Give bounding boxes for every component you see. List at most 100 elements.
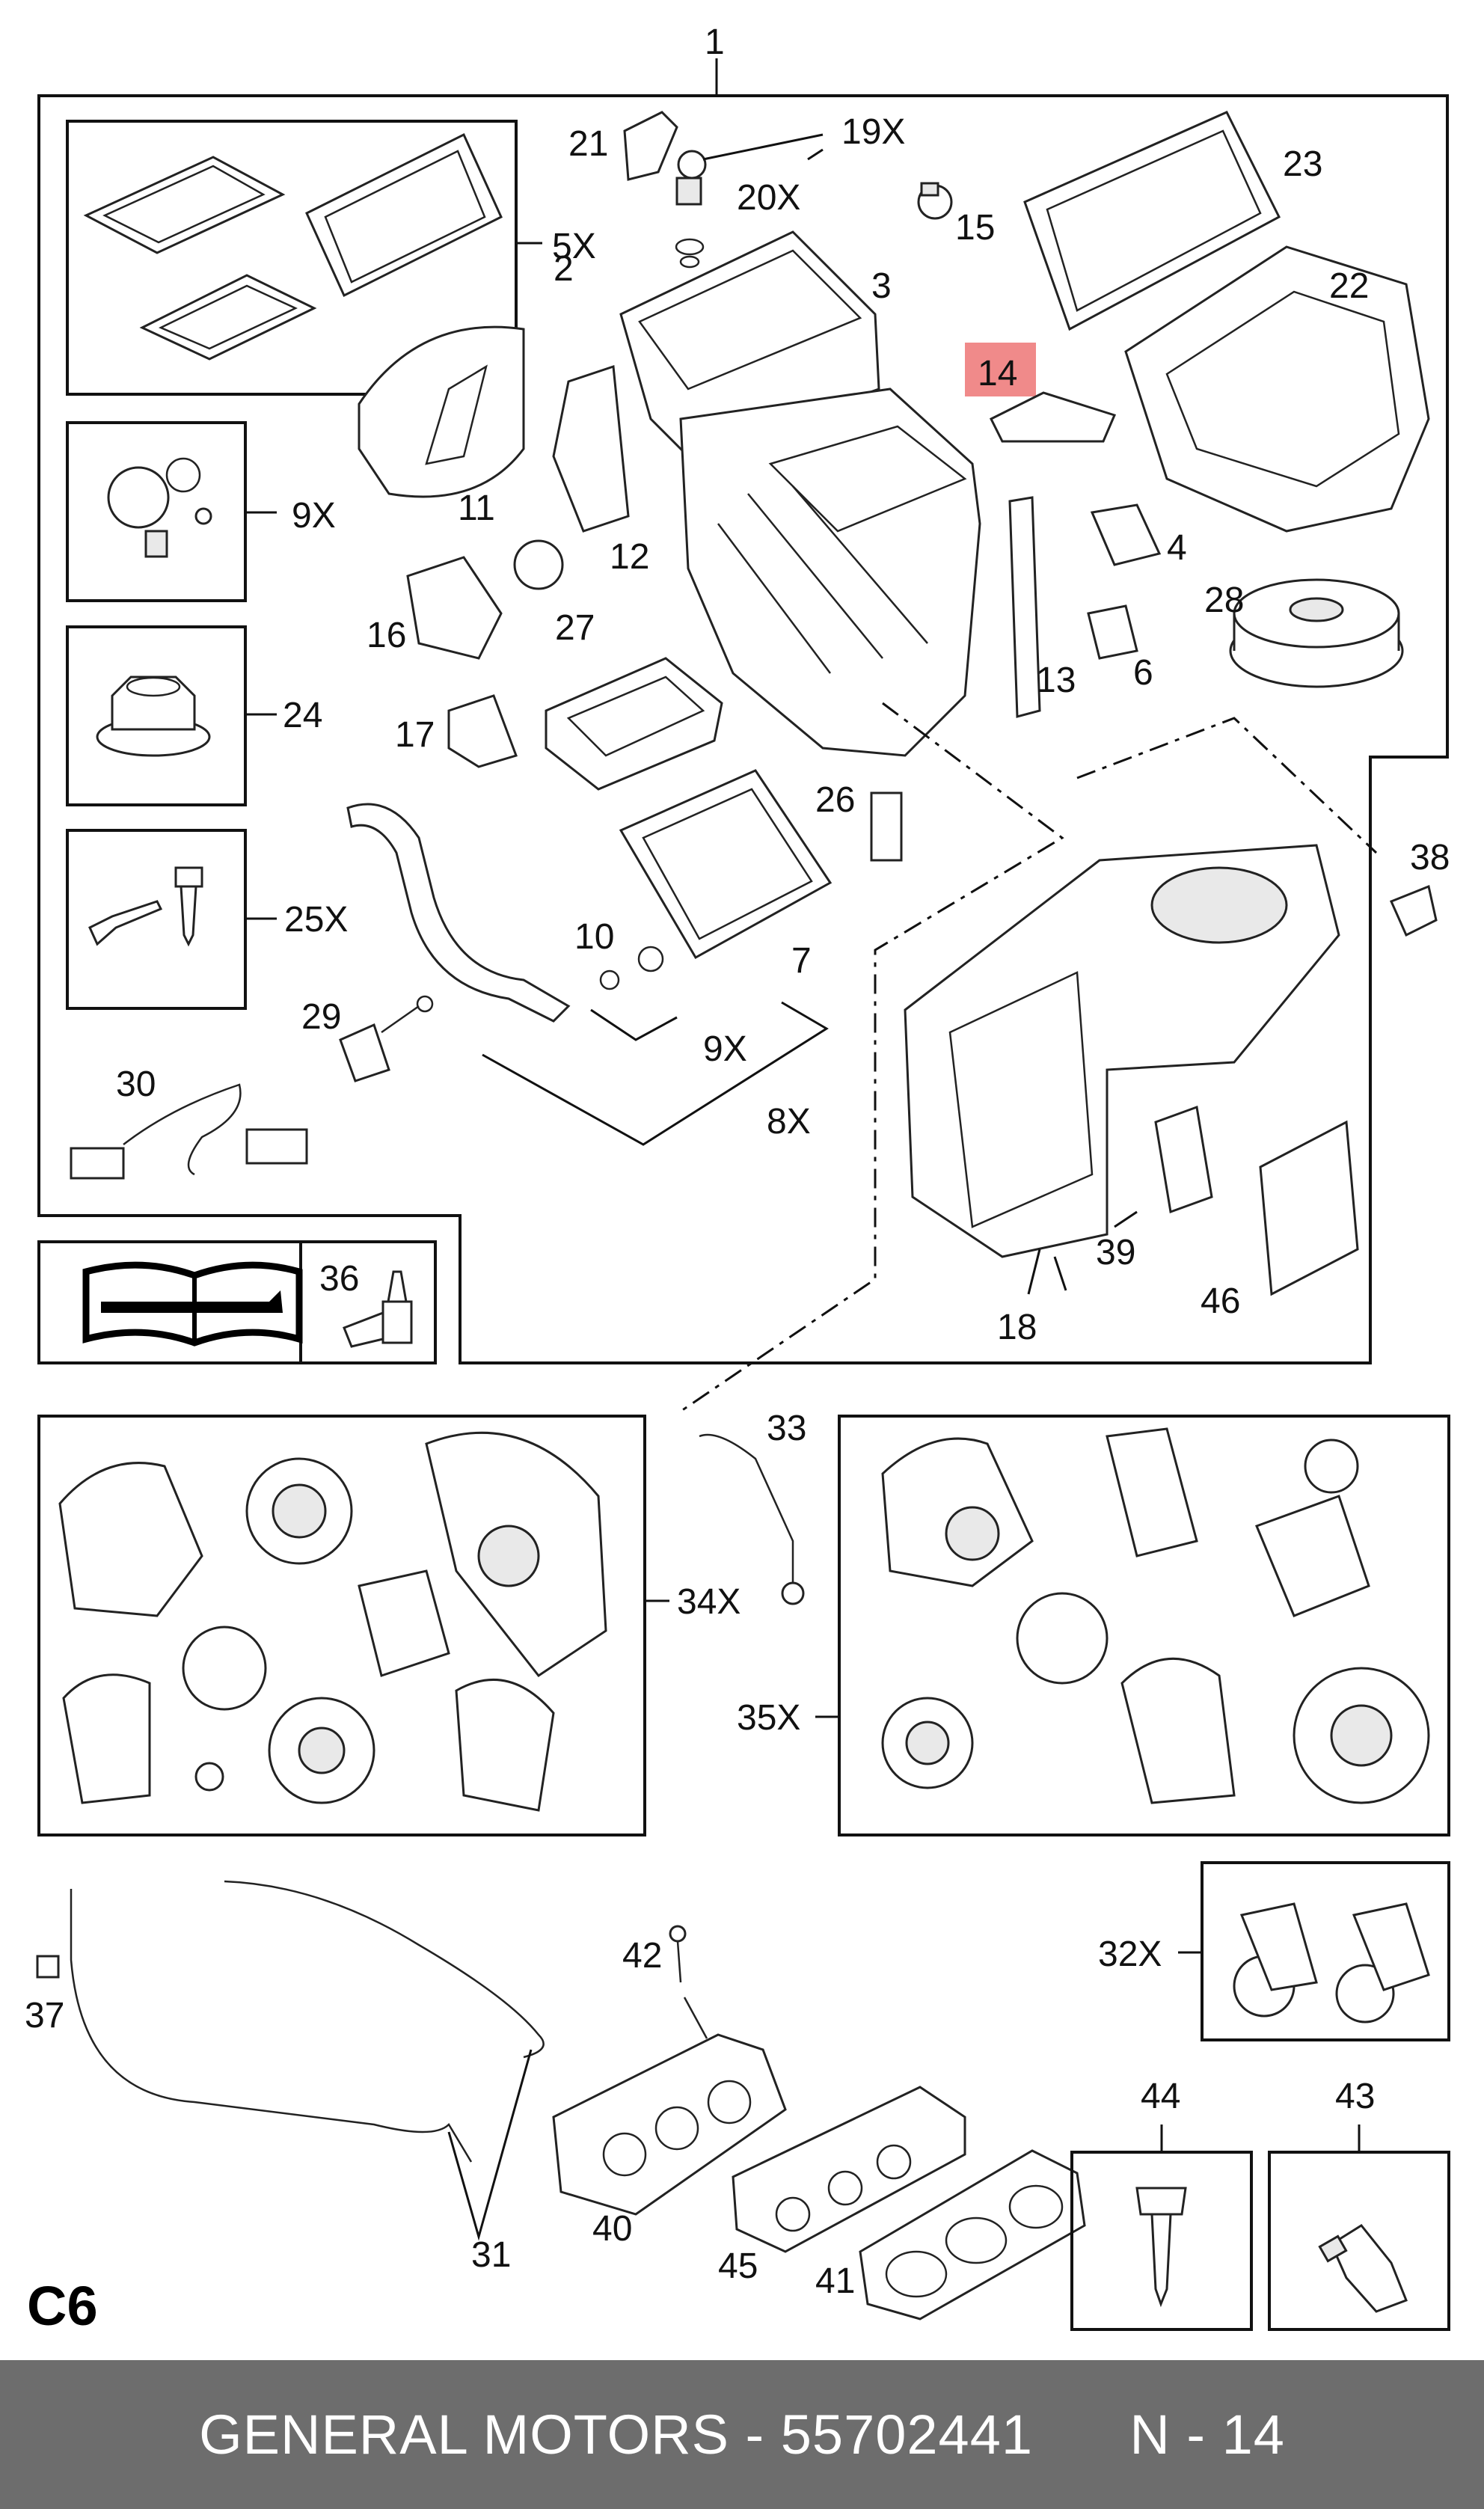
callout-23: 23 bbox=[1283, 144, 1322, 184]
footer-separator: - bbox=[729, 2404, 781, 2466]
part-33-cable bbox=[699, 1433, 794, 1586]
callout-40: 40 bbox=[592, 2209, 632, 2249]
hose-clip-part bbox=[107, 457, 212, 558]
part-10-clip bbox=[599, 946, 664, 990]
part-19-20-valve bbox=[675, 150, 707, 269]
part-14-door bbox=[989, 391, 1117, 443]
callout-10: 10 bbox=[574, 917, 614, 957]
footer-text: GENERAL MOTORS - 55702441 N - 14 bbox=[199, 2403, 1285, 2466]
part-7-heater-core bbox=[619, 769, 833, 960]
part-31-cable bbox=[70, 1889, 473, 2163]
part-6-actuator bbox=[1087, 604, 1138, 660]
gear-set-32-parts bbox=[1233, 1902, 1430, 2024]
callout-12: 12 bbox=[610, 537, 649, 577]
part-2-evaporator bbox=[545, 657, 723, 791]
part-18-lower-case bbox=[904, 844, 1340, 1258]
part-44-screw bbox=[1135, 2187, 1187, 2308]
callout-43: 43 bbox=[1335, 2077, 1375, 2116]
callout-6: 6 bbox=[1133, 653, 1153, 693]
callout-16: 16 bbox=[367, 616, 406, 655]
part-4-actuator bbox=[1090, 503, 1162, 566]
gasket-part bbox=[83, 132, 503, 361]
callout-1: 1 bbox=[705, 22, 725, 62]
callout-46: 46 bbox=[1201, 1281, 1240, 1321]
callout-15: 15 bbox=[955, 208, 995, 248]
callout-13: 13 bbox=[1036, 661, 1076, 700]
part-28-blower-motor bbox=[1229, 578, 1404, 688]
part-27-gear bbox=[513, 539, 564, 590]
callout-34x: 34X bbox=[677, 1582, 741, 1622]
callout-19x: 19X bbox=[841, 112, 905, 152]
callout-labels: 1 2 3 4 5X 6 7 8X 9X 9X 10 11 12 13 14 1… bbox=[25, 22, 1450, 2301]
service-note-box bbox=[37, 1240, 437, 1364]
nut-box bbox=[66, 625, 247, 806]
callout-29: 29 bbox=[301, 997, 341, 1037]
part-40-control-unit bbox=[552, 2033, 787, 2216]
gear-set-34-parts bbox=[58, 1431, 607, 1812]
flange-nut-part bbox=[96, 676, 211, 757]
page-id-label: C6 bbox=[27, 2275, 98, 2337]
callout-22: 22 bbox=[1329, 266, 1369, 306]
callout-8x: 8X bbox=[767, 1102, 811, 1142]
sub-assembly-link bbox=[676, 702, 1064, 1415]
gear-set-35-parts bbox=[881, 1427, 1430, 1804]
part-21-seal bbox=[623, 111, 678, 181]
part-16-actuator bbox=[406, 556, 503, 660]
callout-20x: 20X bbox=[737, 178, 800, 218]
callout-18: 18 bbox=[997, 1308, 1037, 1347]
part-1-hvac-module bbox=[679, 387, 981, 757]
part-15-actuator bbox=[917, 182, 953, 220]
adhesive-bottle-icon bbox=[343, 1270, 413, 1348]
gear-set-box-34 bbox=[37, 1415, 646, 1836]
exploded-parts-diagram: 1 2 3 4 5X 6 7 8X 9X 9X 10 11 12 13 14 1… bbox=[25, 22, 1450, 2331]
callout-44: 44 bbox=[1141, 2077, 1180, 2116]
callout-32x: 32X bbox=[1098, 1934, 1162, 1974]
part-43-bulb bbox=[1318, 2224, 1408, 2313]
callout-24: 24 bbox=[283, 696, 322, 735]
gaskets-box bbox=[66, 120, 518, 396]
part-41-bezel bbox=[859, 2149, 1086, 2320]
part-17-actuator bbox=[447, 694, 518, 768]
callout-25x: 25X bbox=[284, 900, 348, 940]
callout-33: 33 bbox=[767, 1409, 806, 1448]
footer-position-label: N - 14 bbox=[1129, 2404, 1285, 2466]
callout-42: 42 bbox=[622, 1936, 662, 1976]
callout-11: 11 bbox=[458, 488, 495, 528]
callout-9x-a: 9X bbox=[292, 496, 336, 536]
main-assembly-frame bbox=[37, 94, 1449, 1364]
part-13-door bbox=[1008, 496, 1041, 718]
footer-bar: GENERAL MOTORS - 55702441 N - 14 bbox=[0, 2360, 1484, 2509]
part-39-seal bbox=[1154, 1105, 1213, 1214]
callout-41: 41 bbox=[815, 2261, 855, 2301]
callout-21: 21 bbox=[568, 124, 608, 164]
screws-part bbox=[88, 866, 203, 947]
gear-set-box-35 bbox=[838, 1415, 1450, 1836]
footer-brand: GENERAL MOTORS bbox=[199, 2404, 729, 2466]
callout-38: 38 bbox=[1410, 838, 1450, 877]
part-38-clip bbox=[1389, 884, 1438, 937]
open-book-wrench-icon bbox=[82, 1261, 303, 1347]
callout-5x: 5X bbox=[552, 227, 596, 266]
part-42-screw bbox=[669, 1925, 687, 1983]
callout-4: 4 bbox=[1167, 528, 1187, 568]
screw-kit-box bbox=[66, 829, 247, 1010]
footer-part-number: 55702441 bbox=[780, 2404, 1034, 2466]
part-12-bracket bbox=[552, 364, 630, 533]
callout-26: 26 bbox=[815, 780, 855, 820]
part-8-pipes bbox=[346, 803, 571, 1023]
callout-31: 31 bbox=[471, 2235, 511, 2275]
part-45-control-panel bbox=[732, 2086, 966, 2253]
part-22-blower-housing bbox=[1124, 245, 1430, 533]
part-23-gasket bbox=[1023, 111, 1281, 331]
callout-27: 27 bbox=[555, 608, 595, 648]
callout-9x-b: 9X bbox=[703, 1029, 747, 1069]
callout-35x: 35X bbox=[737, 1698, 800, 1738]
callout-14: 14 bbox=[978, 354, 1017, 393]
callout-7: 7 bbox=[791, 941, 812, 981]
part-29-sensor bbox=[339, 995, 434, 1082]
callout-39: 39 bbox=[1096, 1233, 1135, 1272]
part-46-filter bbox=[1259, 1120, 1359, 1296]
part-14-highlight bbox=[965, 343, 1036, 396]
part-26-sensor bbox=[870, 791, 903, 862]
